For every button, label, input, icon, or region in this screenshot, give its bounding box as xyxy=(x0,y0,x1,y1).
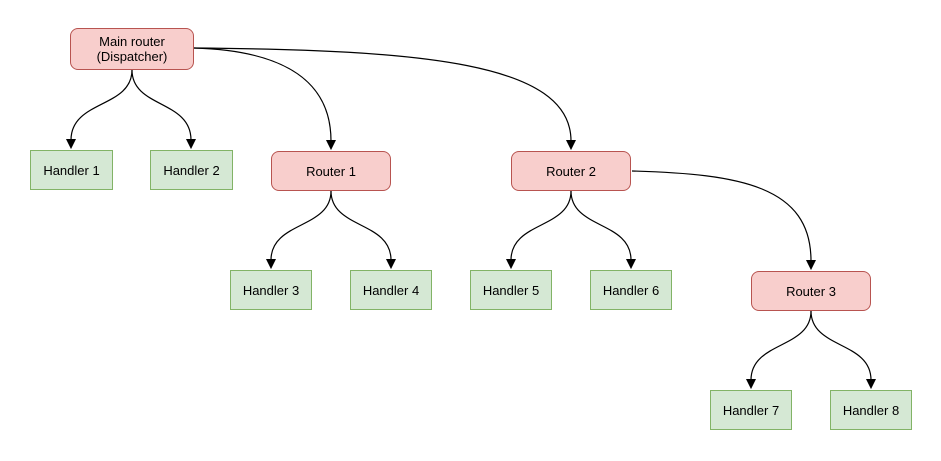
arrowhead-a-r3 xyxy=(805,260,817,271)
edge-main-to-router1 xyxy=(193,47,332,142)
node-router1[interactable]: Router 1 xyxy=(271,151,391,191)
edge-router2-to-router3 xyxy=(631,170,812,262)
node-label-handler8: Handler 8 xyxy=(842,402,900,418)
node-label-main: Main router (Dispatcher) xyxy=(96,34,168,64)
edge-router3-to-handler7 xyxy=(750,310,812,381)
node-label-handler6: Handler 6 xyxy=(602,282,660,298)
node-label-handler1: Handler 1 xyxy=(43,162,100,178)
arrowhead-a-h4 xyxy=(385,259,397,270)
arrowheads-group xyxy=(65,139,877,390)
node-label-handler4: Handler 4 xyxy=(362,282,420,298)
node-router3[interactable]: Router 3 xyxy=(751,271,871,311)
arrowhead-a-h8 xyxy=(865,379,877,390)
node-main[interactable]: Main router (Dispatcher) xyxy=(70,28,194,70)
edge-router1-to-handler3 xyxy=(270,190,332,261)
edge-main-to-router2 xyxy=(193,47,572,142)
arrowhead-a-h2 xyxy=(185,139,197,150)
node-label-router1: Router 1 xyxy=(306,163,356,179)
edge-main-to-handler2 xyxy=(131,69,192,141)
node-handler4[interactable]: Handler 4 xyxy=(350,270,432,310)
edges-group xyxy=(70,47,872,381)
edge-router3-to-handler8 xyxy=(810,310,872,381)
edge-router2-to-handler6 xyxy=(570,190,632,261)
node-handler1[interactable]: Handler 1 xyxy=(30,150,113,190)
arrowhead-a-h6 xyxy=(625,259,637,270)
edge-router2-to-handler5 xyxy=(510,190,572,261)
node-handler6[interactable]: Handler 6 xyxy=(590,270,672,310)
node-router2[interactable]: Router 2 xyxy=(511,151,631,191)
node-handler3[interactable]: Handler 3 xyxy=(230,270,312,310)
edge-main-to-handler1 xyxy=(70,69,133,141)
node-label-router3: Router 3 xyxy=(786,283,836,299)
arrowhead-a-r1 xyxy=(325,140,337,151)
arrowhead-a-h7 xyxy=(745,379,757,390)
arrowhead-a-h3 xyxy=(265,259,277,270)
node-handler2[interactable]: Handler 2 xyxy=(150,150,233,190)
node-label-router2: Router 2 xyxy=(546,163,596,179)
node-handler7[interactable]: Handler 7 xyxy=(710,390,792,430)
node-handler5[interactable]: Handler 5 xyxy=(470,270,552,310)
node-handler8[interactable]: Handler 8 xyxy=(830,390,912,430)
node-label-handler2: Handler 2 xyxy=(163,162,220,178)
arrowhead-a-h1 xyxy=(65,139,77,150)
node-label-handler3: Handler 3 xyxy=(242,282,300,298)
edge-router1-to-handler4 xyxy=(330,190,392,261)
node-label-handler7: Handler 7 xyxy=(722,402,780,418)
node-label-handler5: Handler 5 xyxy=(482,282,540,298)
arrowhead-a-h5 xyxy=(505,259,517,270)
arrowhead-a-r2 xyxy=(565,140,577,151)
